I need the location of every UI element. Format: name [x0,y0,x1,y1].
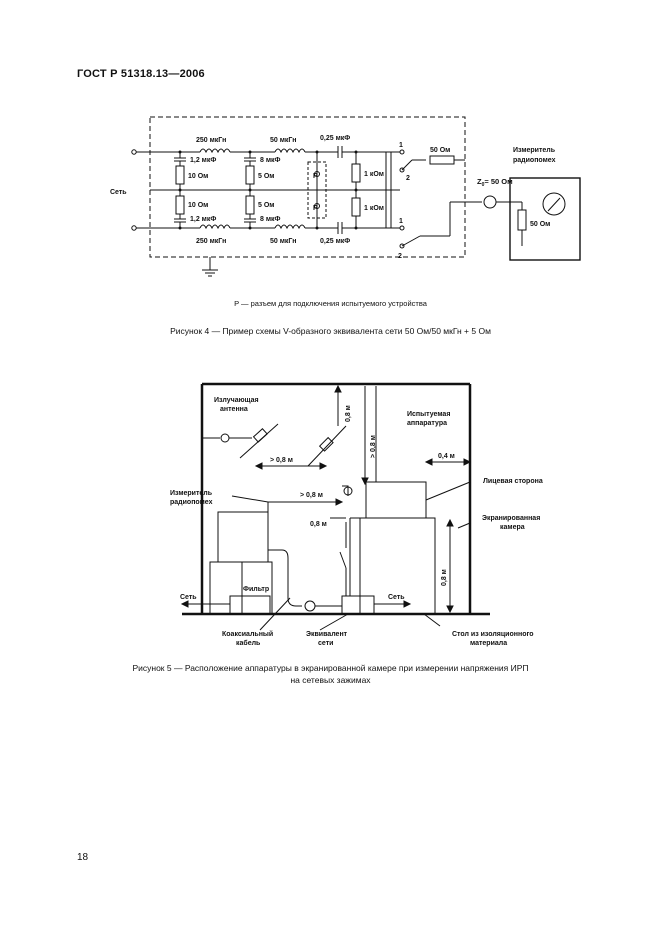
figure-4-note: P — разъем для подключения испытуемого у… [234,299,427,308]
antenna-label: Излучающая [214,397,259,404]
resistor-label: 10 Ом [188,202,208,209]
capacitor-label: 1,2 мкФ [190,157,216,164]
room-label: Экранированная [482,515,540,522]
front-side-label: Лицевая сторона [483,478,543,485]
inductor-label: 50 мкГн [270,137,296,144]
eut-label: аппаратура [407,420,447,427]
figure-4-schematic: Сеть 250 мкГн 50 мкГн 250 мкГн 50 мкГн 1… [110,116,581,277]
coax-label: Коаксиальный [222,630,273,638]
page-number: 18 [77,852,89,863]
page-header: ГОСТ Р 51318.13—2006 [77,68,205,80]
resistor-label: 50 Ом [430,147,450,154]
table-label: Стол из изоляционного [452,631,534,638]
distance-label: 0,8 м [310,521,327,528]
meter-resistor-label: 50 Ом [530,221,550,228]
mains-label: Сеть [110,189,127,196]
connector-label: P [313,173,318,180]
eut-label: Испытуемая [407,411,450,418]
connector-label: P [313,205,318,212]
switch-pos-label: 2 [398,253,402,260]
figure-5-caption: Рисунок 5 — Расположение аппаратуры в эк… [132,663,529,685]
distance-label: > 0,8 м [300,492,323,499]
figure-4-caption: Рисунок 4 — Пример схемы V-образного экв… [170,326,491,336]
capacitor-label: 8 мкФ [260,157,281,164]
table-label: материала [470,640,507,647]
filter-label: Фильтр [243,586,269,593]
resistor-label: 1 кОм [364,205,384,212]
impedance-label: Z0= 50 Ом [477,177,513,188]
capacitor-label: 0,25 мкФ [320,238,350,245]
resistor-label: 1 кОм [364,171,384,178]
meter-label: радиопомех [170,499,213,506]
distance-label: 0,4 м [438,453,455,460]
lisn-label: сети [318,640,333,647]
resistor-label: 5 Ом [258,173,274,180]
switch-pos-label: 1 [399,142,403,149]
distance-label: 0,8 м [345,405,352,422]
inductor-label: 250 мкГн [196,238,226,245]
inductor-label: 250 мкГн [196,137,226,144]
room-label: камера [500,524,525,531]
mains-label: Сеть [388,594,405,601]
lisn-label: Эквивалент [306,631,348,638]
inductor-label: 50 мкГн [270,238,296,245]
coax-label: кабель [236,639,261,647]
capacitor-label: 8 мкФ [260,216,281,223]
mains-label: Сеть [180,594,197,601]
resistor-label: 10 Ом [188,173,208,180]
distance-label: 0,8 м [441,569,448,586]
capacitor-label: 0,25 мкФ [320,135,350,142]
antenna-label: антенна [220,406,248,413]
meter-label: Измеритель [513,147,556,154]
capacitor-label: 1,2 мкФ [190,216,216,223]
meter-label: радиопомех [513,157,556,164]
figure-5-diagram: Излучающая антенна > 0,8 м > 0,8 м > 0,8… [170,382,543,647]
meter-label: Измеритель [170,490,213,497]
switch-pos-label: 2 [406,175,410,182]
distance-label: > 0,8 м [370,435,377,458]
switch-pos-label: 1 [399,218,403,225]
distance-label: > 0,8 м [270,457,293,464]
resistor-label: 5 Ом [258,202,274,209]
